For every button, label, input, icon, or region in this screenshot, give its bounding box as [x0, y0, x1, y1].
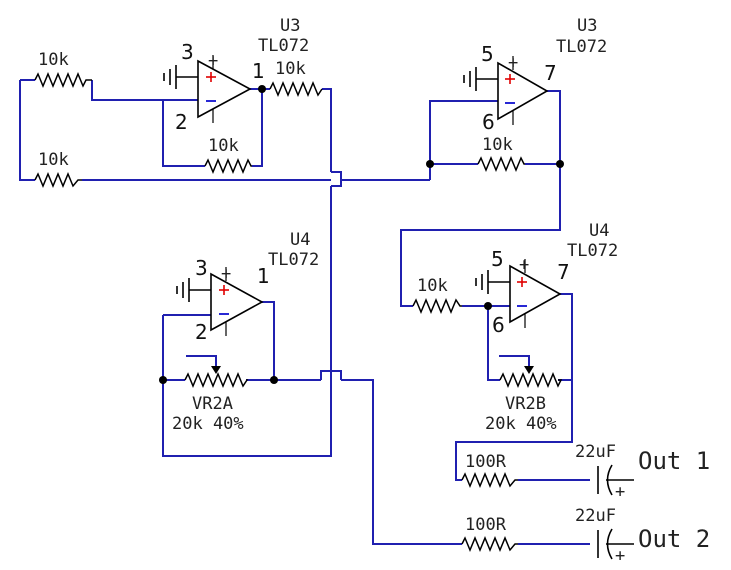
pin-u4b-minus: 6 [492, 313, 505, 337]
resistor-r3-label: 10k [208, 136, 239, 156]
pin-u3b-minus: 6 [482, 110, 495, 134]
svg-text:+: + [615, 482, 625, 502]
output-1-label: Out 1 [638, 447, 710, 475]
pin-u4a-plus: 3 [195, 256, 208, 280]
opamp-u4b: + 5 6 7 U4 TL072 [475, 221, 618, 337]
resistor-r2-label: 10k [38, 150, 69, 170]
opamp-u3a: + 3 2 1 U3 TL072 [163, 16, 309, 134]
resistor-r8: 100R [461, 515, 518, 552]
pin-u3b-out: 7 [544, 61, 557, 85]
pin-u3a-minus: 2 [175, 110, 188, 134]
resistor-r8-label: 100R [465, 515, 507, 535]
pin-u3a-plus: 3 [181, 40, 194, 64]
pin-u3b-plus: 5 [481, 42, 494, 66]
resistor-r2: 10k [34, 150, 82, 188]
svg-text:+: + [508, 53, 518, 73]
pin-u4a-out: 1 [257, 264, 270, 288]
capacitor-c2: + 22uF [575, 506, 634, 566]
opamp-u3b: + 5 6 7 U3 TL072 [463, 16, 607, 134]
junction-dots [159, 85, 564, 384]
vr2a-name-label: VR2A [192, 394, 233, 414]
resistor-r3: 10k [204, 136, 252, 174]
svg-text:+: + [519, 255, 529, 275]
capacitor-c2-label: 22uF [575, 506, 616, 526]
u4b-part-label: TL072 [567, 241, 618, 261]
resistor-r6-label: 10k [417, 276, 448, 296]
output-2-label: Out 2 [638, 525, 710, 553]
vr2b-name-label: VR2B [505, 394, 546, 414]
pin-u4b-out: 7 [557, 260, 570, 284]
u4a-ref-label: U4 [290, 230, 310, 250]
vr2b-value-label: 20k 40% [485, 414, 557, 434]
resistor-r4-label: 10k [275, 59, 306, 79]
resistor-r4: 10k [269, 59, 323, 97]
svg-text:+: + [221, 264, 231, 284]
u3a-part-label: TL072 [258, 36, 309, 56]
u4b-ref-label: U4 [589, 221, 609, 241]
svg-text:+: + [208, 51, 218, 71]
resistor-r5-label: 10k [482, 135, 513, 155]
capacitor-c1: + 22uF [575, 442, 634, 502]
u4a-part-label: TL072 [268, 250, 319, 270]
capacitor-c1-label: 22uF [575, 442, 616, 462]
pin-u4a-minus: 2 [195, 320, 208, 344]
resistor-r7-label: 100R [465, 452, 507, 472]
resistor-r6: 10k [412, 276, 462, 314]
wires [19, 79, 590, 545]
u3a-ref-label: U3 [280, 16, 300, 36]
resistor-r1-label: 10k [38, 50, 69, 70]
potentiometer-vr2b: VR2B 20k 40% [485, 366, 563, 434]
u3b-ref-label: U3 [577, 16, 597, 36]
resistor-r7: 100R [461, 452, 518, 488]
resistor-r5: 10k [477, 135, 525, 172]
vr2a-value-label: 20k 40% [172, 414, 244, 434]
pin-u3a-out: 1 [252, 59, 265, 83]
u3b-part-label: TL072 [556, 37, 607, 57]
svg-text:+: + [615, 546, 625, 566]
opamp-u4a: + 3 2 1 U4 TL072 [176, 230, 319, 344]
pin-u4b-plus: 5 [491, 247, 504, 271]
resistor-r1: 10k [34, 50, 92, 88]
potentiometer-vr2a: VR2A 20k 40% [172, 366, 249, 434]
